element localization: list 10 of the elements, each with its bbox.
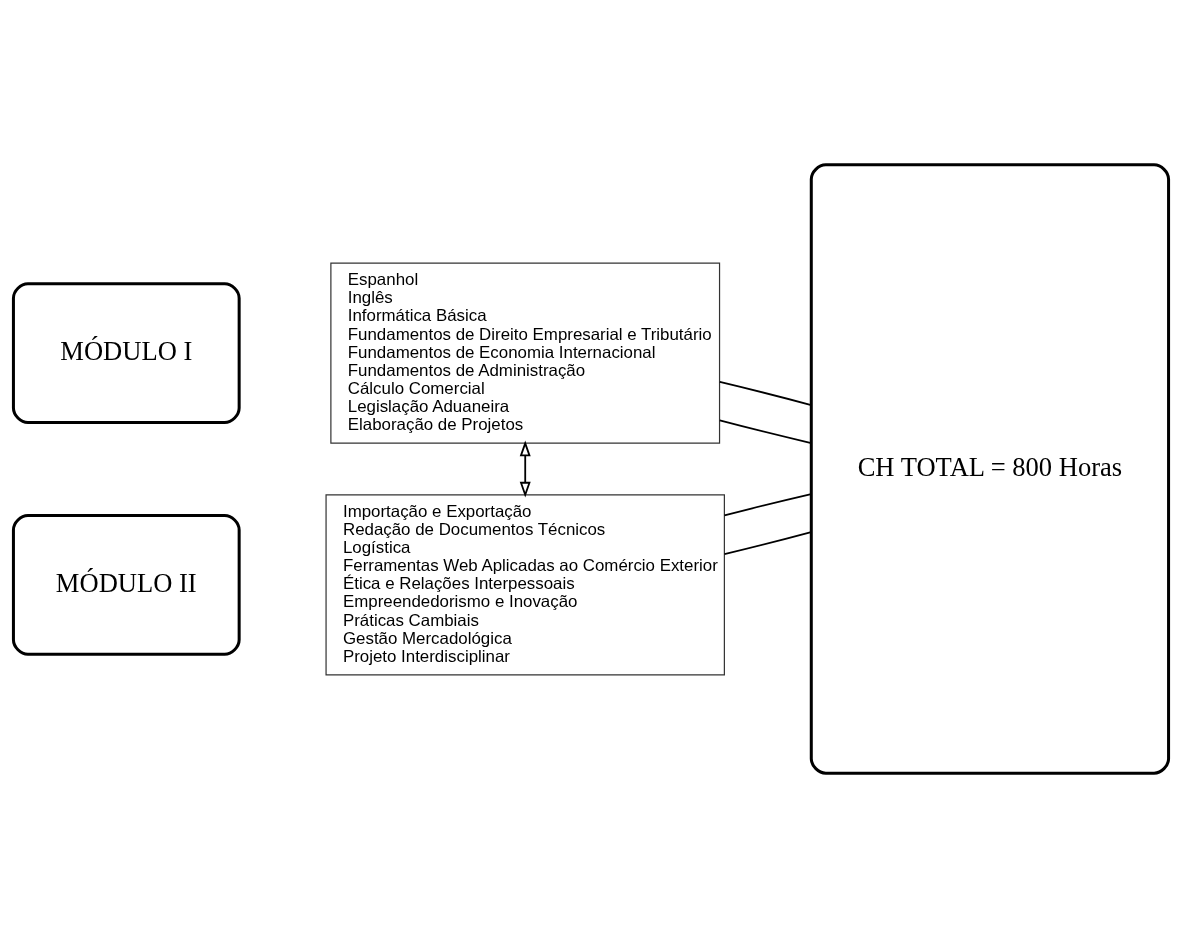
connector [718, 381, 813, 406]
connector [723, 531, 813, 555]
node-box: MÓDULO I [11, 282, 241, 425]
connector [723, 493, 813, 517]
connector [718, 419, 813, 444]
node-box: Espanhol Inglês Informática Básica Fundamentos de Direito Empresarial e Tributário Fundamentos de Economia Internacional Fundamentos de Administração Cálculo Comercial Legislação Aduaneira Elaboração de Projetos [330, 262, 721, 444]
arrow [519, 440, 531, 498]
node-box: Importação e Exportação Redação de Documentos Técnicos Logística Ferramentas Web Aplicadas ao Comércio Exterior Ética e Relações Interpessoais Empreendedorismo e Inovação Práticas Cambiais Gestão Mercadológica Projeto Interdisciplinar [325, 494, 725, 676]
node-box: MÓDULO II [11, 513, 241, 656]
node-box: CH TOTAL = 800 Horas [809, 163, 1171, 775]
